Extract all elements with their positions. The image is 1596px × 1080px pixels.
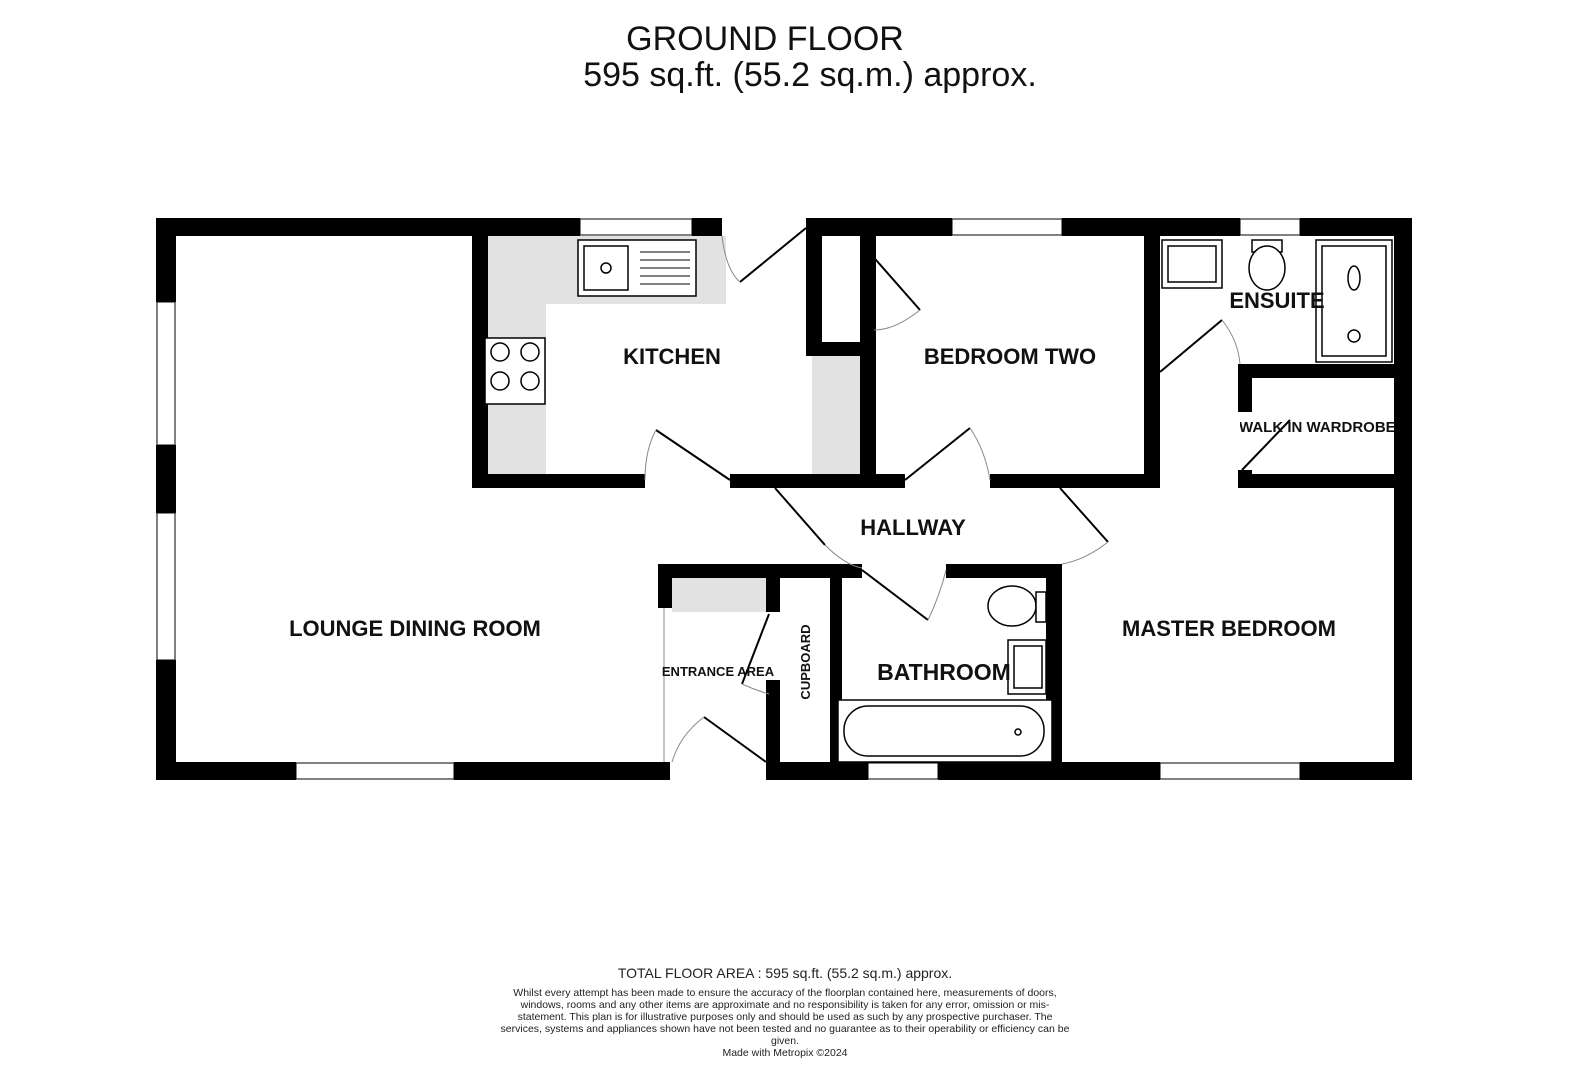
disclaimer: Whilst every attempt has been made to en… bbox=[500, 987, 1070, 1059]
room-label-hallway: HALLWAY bbox=[860, 515, 966, 540]
room-label-entrance-area: ENTRANCE AREA bbox=[662, 664, 775, 679]
bathroom-fixtures-icon bbox=[837, 585, 1053, 763]
doors bbox=[644, 227, 1291, 763]
room-label-master-bedroom: MASTER BEDROOM bbox=[1122, 616, 1336, 641]
floor-title: GROUND FLOOR bbox=[626, 20, 904, 58]
room-label-ensuite: ENSUITE bbox=[1229, 288, 1324, 313]
room-label-bedroom-two: BEDROOM TWO bbox=[924, 344, 1096, 369]
room-label-lounge-dining-room: LOUNGE DINING ROOM bbox=[289, 616, 541, 641]
room-label-bathroom: BATHROOM bbox=[877, 659, 1011, 685]
walls bbox=[156, 218, 1412, 780]
room-label-cupboard: CUPBOARD bbox=[798, 624, 813, 699]
total-floor-area: TOTAL FLOOR AREA : 595 sq.ft. (55.2 sq.m… bbox=[617, 965, 953, 981]
ensuite-fixtures-icon bbox=[1161, 239, 1393, 363]
floor-area: 595 sq.ft. (55.2 sq.m.) approx. bbox=[583, 56, 1037, 94]
room-label-walk-in-wardrobe: WALK IN WARDROBE bbox=[1239, 419, 1396, 436]
windows bbox=[156, 218, 1301, 780]
room-label-kitchen: KITCHEN bbox=[623, 344, 721, 369]
disclaimer-text: Whilst every attempt has been made to en… bbox=[500, 987, 1070, 1047]
credit: Made with Metropix ©2024 bbox=[722, 1047, 848, 1059]
hob-icon bbox=[484, 337, 546, 405]
kitchen-sink-icon bbox=[577, 239, 697, 297]
